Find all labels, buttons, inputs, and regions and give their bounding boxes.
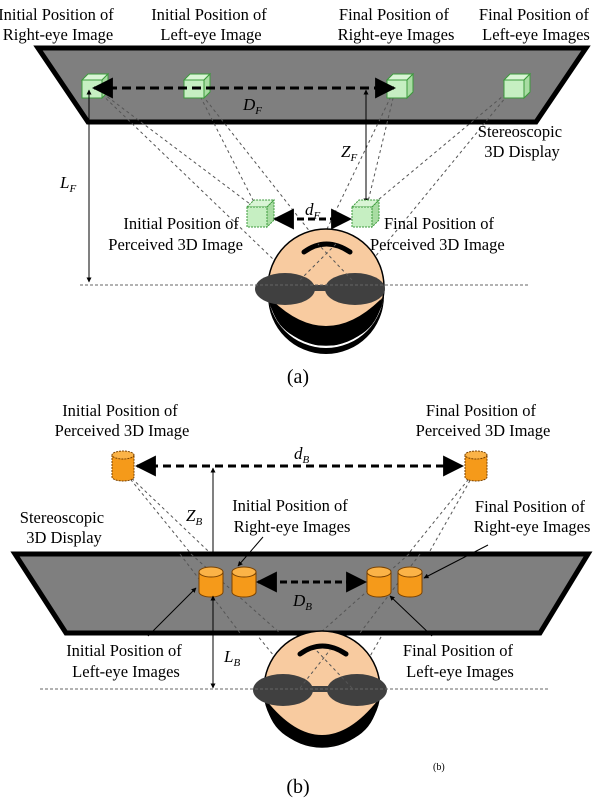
perceived-cube-a-final [350, 198, 381, 229]
var-b-L: LB [223, 647, 240, 669]
caption-a: (a) [287, 366, 309, 388]
var-b-Z: ZB [186, 506, 202, 528]
var-a-D: DF [242, 95, 262, 117]
label-a-display: Stereoscopic 3D Display [478, 122, 566, 161]
label-a-initial-right-eye: Initial Position of Right-eye Image [0, 5, 118, 44]
cube-a-final-left [502, 72, 532, 100]
cylinder-b-initial-right [231, 566, 257, 598]
label-b-final-perceived: Final Position of Perceived 3D Image [416, 401, 551, 440]
var-b-D: DB [292, 591, 312, 613]
label-a-initial-left-eye: Initial Position of Left-eye Image [151, 5, 271, 44]
viewer-head-a [255, 228, 385, 354]
var-a-L: LF [59, 173, 76, 195]
var-b-d: dB [294, 444, 310, 466]
perceived-cylinder-b-final [464, 450, 488, 482]
cube-a-final-right [385, 72, 415, 100]
var-a-d: dF [305, 200, 321, 222]
perceived-cylinder-b-initial [111, 450, 135, 482]
label-b-final-right-eye: Final Position of Right-eye Images [474, 497, 591, 536]
cylinder-b-initial-left [198, 566, 224, 598]
label-a-final-right-eye: Final Position of Right-eye Images [338, 5, 455, 44]
panel-b: Initial Position of Perceived 3D Image F… [10, 401, 593, 798]
cropped-fragment-b: (b) [433, 762, 445, 773]
label-b-final-left-eye: Final Position of Left-eye Images [403, 641, 517, 681]
cube-a-initial-left [182, 72, 212, 100]
cylinder-b-final-left [366, 566, 392, 598]
label-a-initial-perceived: Initial Position of Perceived 3D Image [108, 214, 243, 254]
perceived-cube-a-initial [245, 198, 276, 229]
label-a-final-left-eye: Final Position of Left-eye Images [479, 5, 593, 44]
label-b-display: Stereoscopic 3D Display [20, 508, 108, 547]
var-a-Z: ZF [341, 142, 357, 164]
label-b-initial-left-eye: Initial Position of Left-eye Images [66, 641, 186, 681]
cube-a-initial-right [80, 72, 110, 100]
label-b-initial-right-eye: Initial Position of Right-eye Images [232, 496, 352, 536]
caption-b: (b) [286, 776, 309, 798]
panel-a: Initial Position of Right-eye Image Init… [0, 5, 593, 388]
glasses-a [255, 273, 385, 305]
cylinder-b-final-right [397, 566, 423, 598]
stereoscopic-display-b [10, 551, 593, 636]
label-b-initial-perceived: Initial Position of Perceived 3D Image [55, 401, 190, 440]
pointer-arrows-b [147, 536, 489, 637]
label-a-final-perceived: Final Position of Perceived 3D Image [370, 214, 505, 254]
